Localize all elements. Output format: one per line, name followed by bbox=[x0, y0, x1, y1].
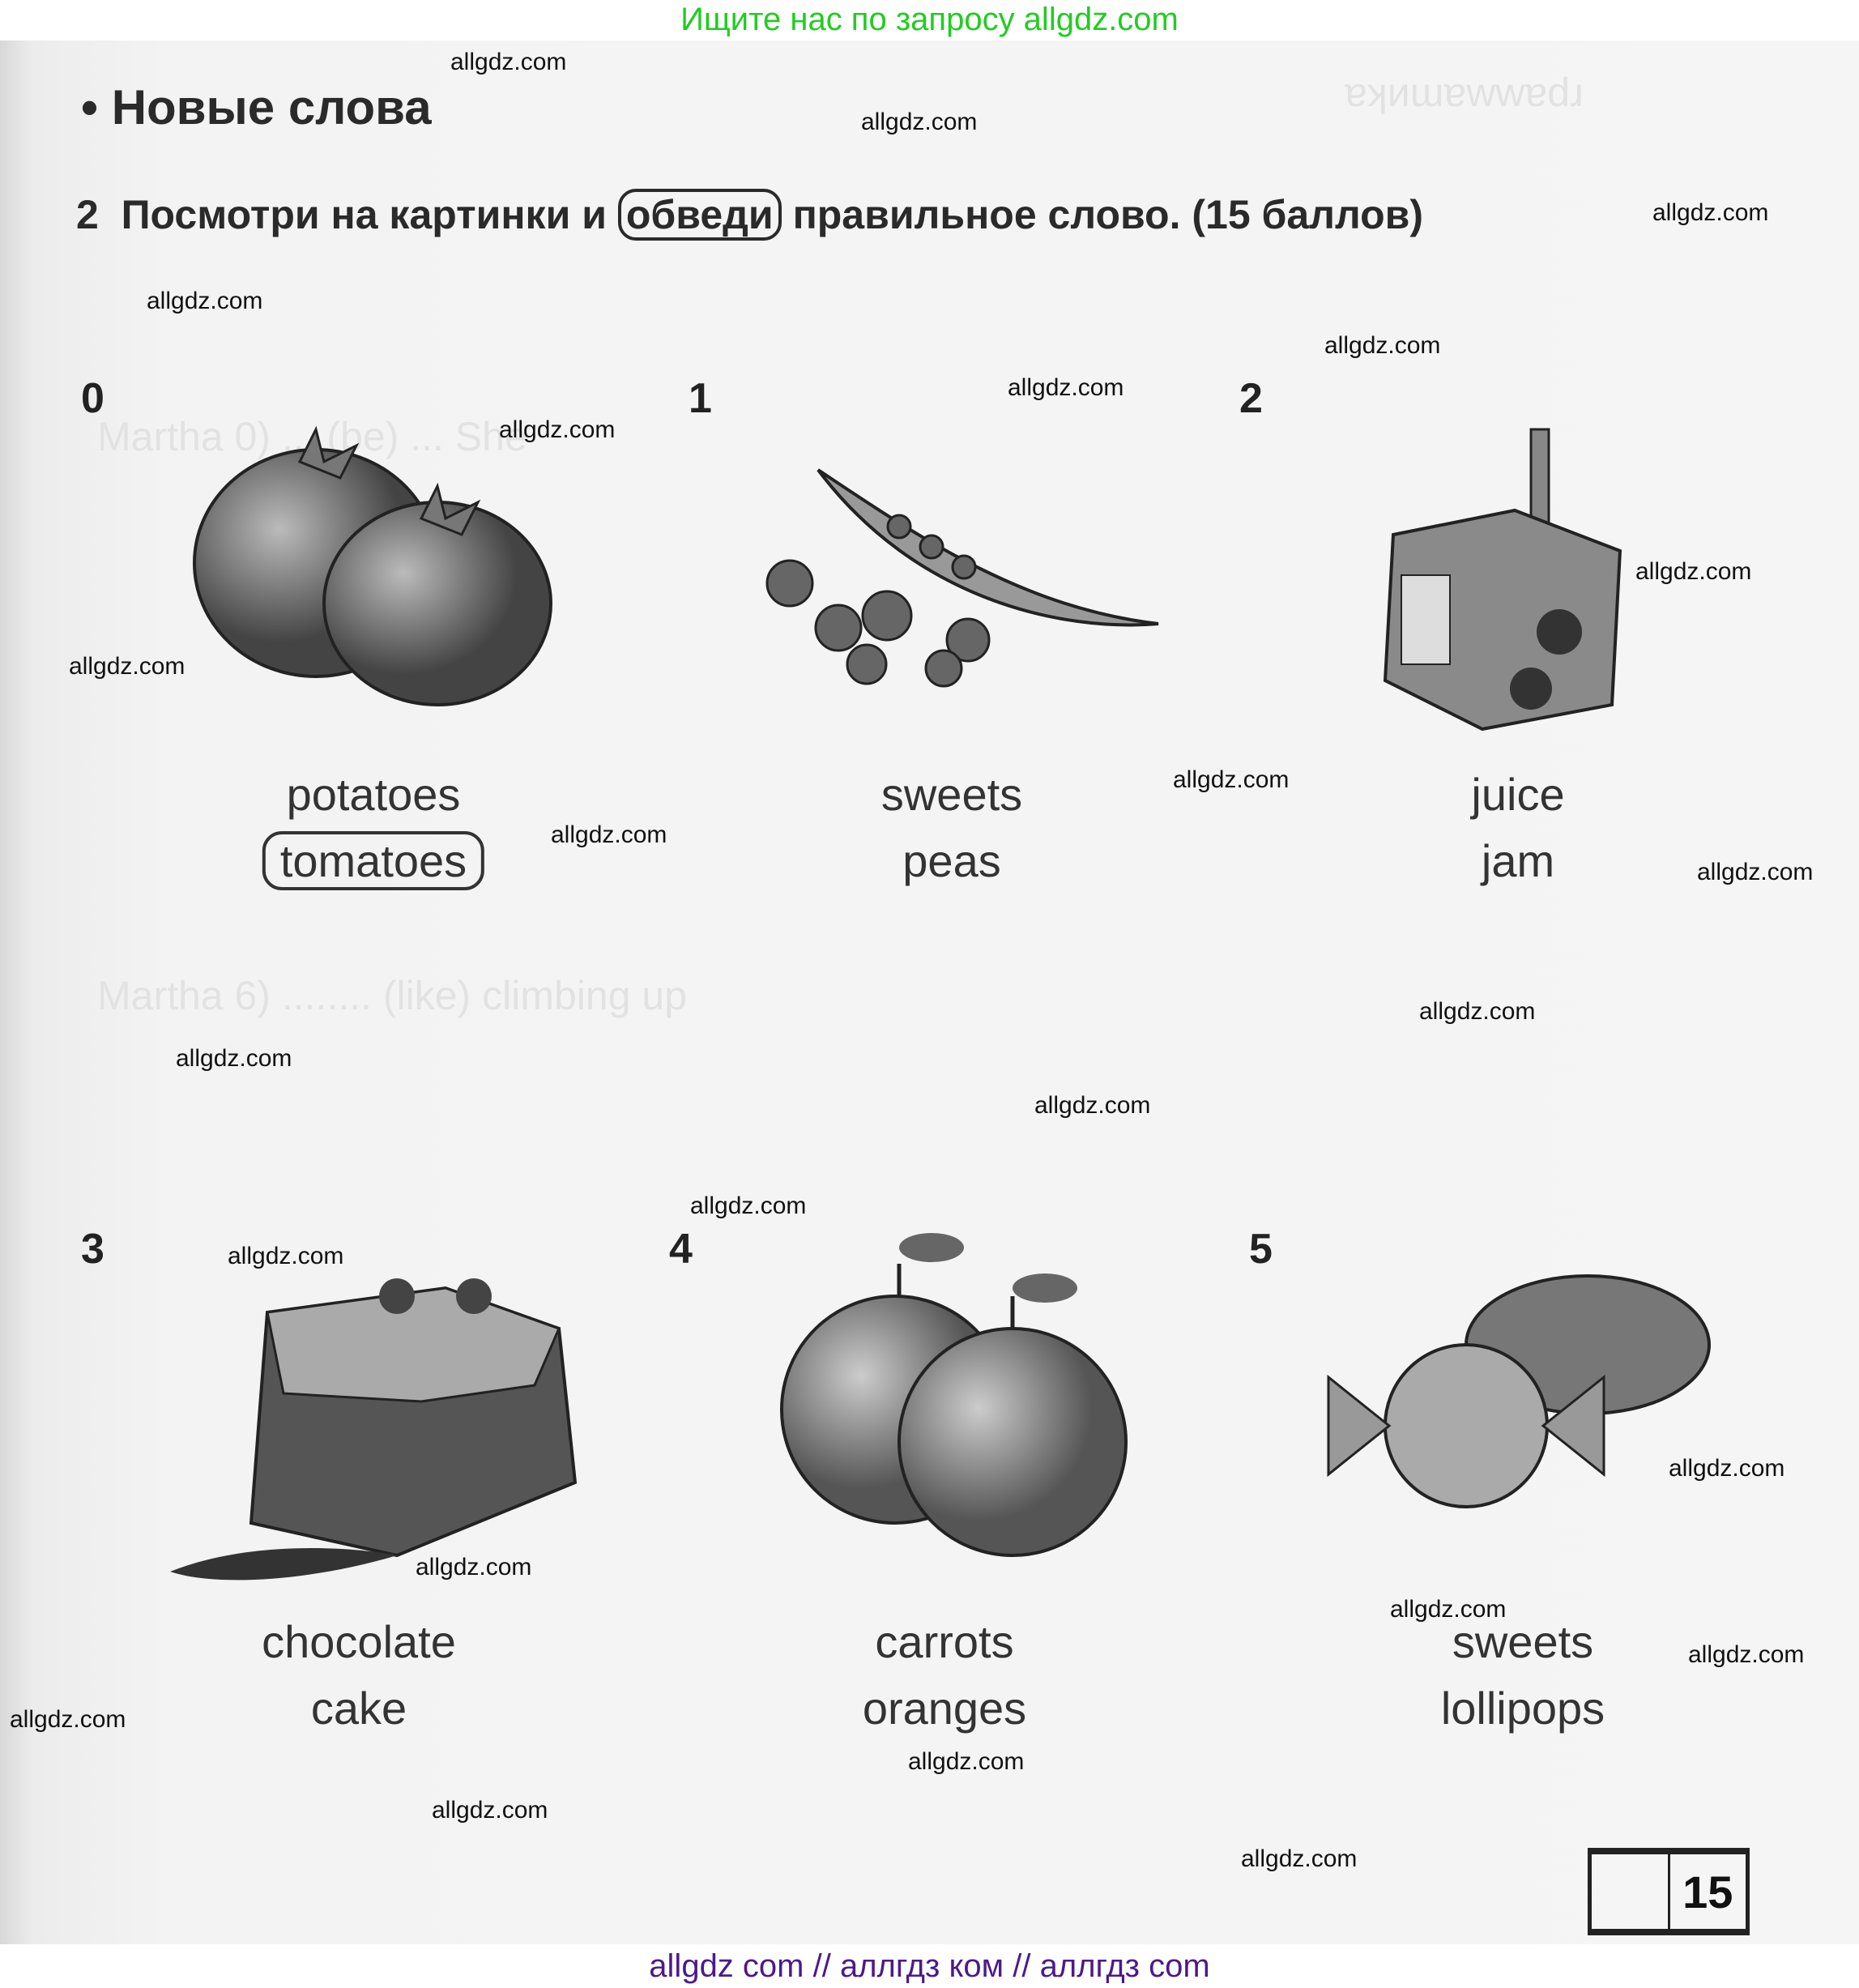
oranges-picture bbox=[780, 1233, 1128, 1557]
task-text: Посмотри на картинки и bbox=[121, 192, 607, 237]
watermark: allgdz.com bbox=[416, 1554, 532, 1581]
task-number: 2 bbox=[76, 192, 99, 237]
watermark: allgdz.com bbox=[176, 1045, 292, 1072]
watermark: allgdz.com bbox=[1688, 1641, 1805, 1668]
option-word[interactable]: chocolate bbox=[262, 1616, 456, 1667]
watermark: allgdz.com bbox=[499, 416, 616, 443]
bleed-through-text: ɐʞиɯɐwwɐdɹ bbox=[1345, 70, 1584, 115]
option-word[interactable]: jam bbox=[1481, 835, 1555, 886]
watermark: allgdz.com bbox=[1324, 332, 1441, 359]
option-word-circled[interactable]: tomatoes bbox=[262, 831, 485, 890]
option-word[interactable]: juice bbox=[1471, 769, 1565, 820]
watermark: allgdz.com bbox=[10, 1706, 126, 1733]
option-word[interactable]: oranges bbox=[862, 1683, 1027, 1734]
watermark: allgdz.com bbox=[908, 1748, 1025, 1775]
option-word[interactable]: lollipops bbox=[1440, 1683, 1605, 1734]
task-instruction: 2 Посмотри на картинки и обведи правильн… bbox=[76, 189, 1424, 241]
tomatoes-picture bbox=[193, 425, 552, 706]
watermark: allgdz.com bbox=[551, 821, 667, 848]
watermark: allgdz.com bbox=[69, 653, 185, 680]
chocolate-cake-picture bbox=[170, 1278, 578, 1581]
sweets-picture bbox=[1327, 1274, 1711, 1508]
watermark: allgdz.com bbox=[228, 1243, 344, 1269]
site-footer[interactable]: allgdz com // аллгдз ком // аллгдз com bbox=[649, 1948, 1210, 1984]
option-word[interactable]: cake bbox=[310, 1683, 407, 1734]
task-circled-word: обведи bbox=[617, 189, 782, 241]
option-word[interactable]: sweets bbox=[1452, 1616, 1594, 1667]
item-number: 3 bbox=[81, 1226, 104, 1273]
watermark: allgdz.com bbox=[861, 109, 978, 135]
score-earned bbox=[1592, 1854, 1670, 1929]
watermark: allgdz.com bbox=[1390, 1596, 1507, 1623]
option-word[interactable]: sweets bbox=[880, 769, 1023, 820]
option-word[interactable]: potatoes bbox=[286, 769, 461, 820]
workbook-page bbox=[0, 41, 1859, 1944]
item-number: 0 bbox=[81, 375, 104, 422]
section-title: • Новые слова bbox=[81, 80, 432, 134]
item-number: 1 bbox=[689, 375, 712, 422]
watermark: allgdz.com bbox=[1241, 1845, 1358, 1872]
watermark: allgdz.com bbox=[1697, 859, 1814, 885]
watermark: allgdz.com bbox=[1419, 998, 1536, 1025]
item-number: 5 bbox=[1249, 1226, 1273, 1273]
watermark: allgdz.com bbox=[450, 49, 567, 75]
watermark: allgdz.com bbox=[147, 288, 263, 314]
watermark: allgdz.com bbox=[1669, 1455, 1785, 1482]
task-text: правильное слово. (15 баллов) bbox=[792, 192, 1424, 237]
bleed-through-text: Martha 6) ........ (like) climbing up bbox=[97, 973, 688, 1018]
option-word[interactable]: peas bbox=[902, 835, 1001, 886]
watermark: allgdz.com bbox=[432, 1797, 548, 1824]
item-number: 4 bbox=[669, 1226, 693, 1273]
watermark: allgdz.com bbox=[1173, 766, 1290, 793]
watermark: allgdz.com bbox=[1635, 558, 1752, 585]
peas-picture bbox=[765, 468, 1159, 688]
watermark: allgdz.com bbox=[690, 1192, 807, 1219]
juice-box-picture bbox=[1383, 428, 1622, 732]
site-banner[interactable]: Ищите нас по запросу allgdz.com bbox=[680, 2, 1179, 37]
score-max: 15 bbox=[1682, 1866, 1733, 1918]
score-box: 15 bbox=[1588, 1848, 1750, 1935]
watermark: allgdz.com bbox=[1034, 1092, 1151, 1119]
item-number: 2 bbox=[1239, 375, 1263, 422]
watermark: allgdz.com bbox=[1652, 199, 1769, 226]
section-title-text: Новые слова bbox=[111, 80, 432, 134]
watermark: allgdz.com bbox=[1008, 374, 1124, 401]
option-word[interactable]: carrots bbox=[875, 1616, 1014, 1667]
